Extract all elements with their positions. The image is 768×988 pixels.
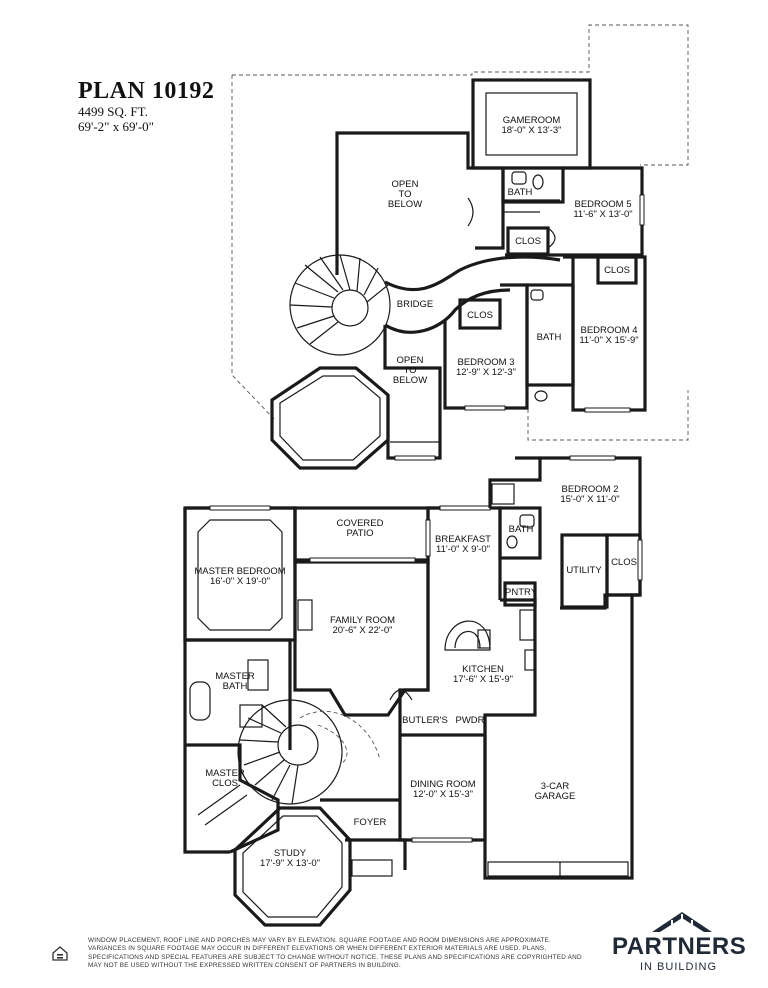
label-clos-b3: CLOS bbox=[467, 310, 493, 321]
plan-dimensions: 69'-2" x 69'-0" bbox=[78, 119, 154, 134]
disclaimer-text: WINDOW PLACEMENT, ROOF LINE AND PORCHES … bbox=[88, 937, 582, 970]
label-bridge: BRIDGE bbox=[396, 299, 434, 310]
label-butlers: BUTLER'S bbox=[402, 715, 448, 726]
label-foyer: FOYER bbox=[353, 817, 387, 828]
foyer-walls bbox=[345, 838, 407, 870]
bridge-upper-wall bbox=[384, 255, 561, 292]
stair-lower-inner bbox=[277, 724, 319, 766]
stair-upper-inner bbox=[331, 289, 369, 327]
equal-housing-icon bbox=[52, 946, 68, 961]
garage-walls bbox=[483, 593, 640, 880]
master-bath-walls bbox=[185, 638, 292, 750]
open-below-lower-walls bbox=[383, 325, 442, 460]
label-clos-b2: CLOS bbox=[611, 557, 637, 568]
roof-outline-upper bbox=[232, 24, 689, 166]
label-pntry: PNTRY bbox=[505, 587, 538, 598]
label-bath-b2: BATH bbox=[508, 524, 534, 535]
label-utility: UTILITY bbox=[566, 565, 602, 576]
pntry-walls bbox=[503, 581, 537, 607]
label-pwdr: PWDR bbox=[455, 715, 485, 726]
plan-sqft: 4499 SQ. FT. bbox=[78, 104, 148, 119]
label-bath-upper: BATH bbox=[507, 187, 533, 198]
bath-upper-walls bbox=[501, 166, 565, 204]
bedroom3-walls bbox=[443, 283, 529, 410]
gameroom-ceiling bbox=[485, 92, 578, 156]
logo-wordmark: PARTNERS bbox=[612, 933, 747, 960]
roof-outline-bed4 bbox=[527, 390, 689, 441]
master-clos-walls bbox=[185, 743, 280, 854]
kitchen-island bbox=[444, 620, 491, 651]
clos-b3-walls bbox=[458, 298, 502, 330]
bedroom2-walls bbox=[540, 456, 642, 610]
bridge-lower-wall bbox=[384, 288, 511, 334]
bath-b2-walls bbox=[498, 506, 542, 560]
study-walls bbox=[233, 806, 352, 927]
clos-b5-walls bbox=[506, 226, 550, 256]
open-below-upper-walls bbox=[335, 131, 503, 275]
label-clos-b4: CLOS bbox=[604, 265, 630, 276]
label-clos-b5: CLOS bbox=[515, 236, 541, 247]
bay-upper-walls bbox=[270, 366, 390, 470]
family-room-walls bbox=[293, 562, 430, 717]
stair-lower-outer bbox=[237, 699, 343, 805]
clos-b4-walls bbox=[596, 255, 638, 285]
label-bath-b4: BATH bbox=[536, 332, 562, 343]
partners-logo-icon bbox=[652, 912, 712, 932]
plan-title: PLAN 10192 bbox=[78, 78, 215, 104]
logo-subtitle: IN BUILDING bbox=[640, 961, 718, 973]
stair-upper-outer bbox=[289, 254, 391, 356]
roof-outline-left bbox=[231, 75, 276, 421]
plan-header: PLAN 10192 4499 SQ. FT. 69'-2" x 69'-0" bbox=[78, 78, 214, 134]
stair-lower-treads bbox=[239, 704, 299, 805]
stair-upper-treads bbox=[289, 254, 389, 345]
